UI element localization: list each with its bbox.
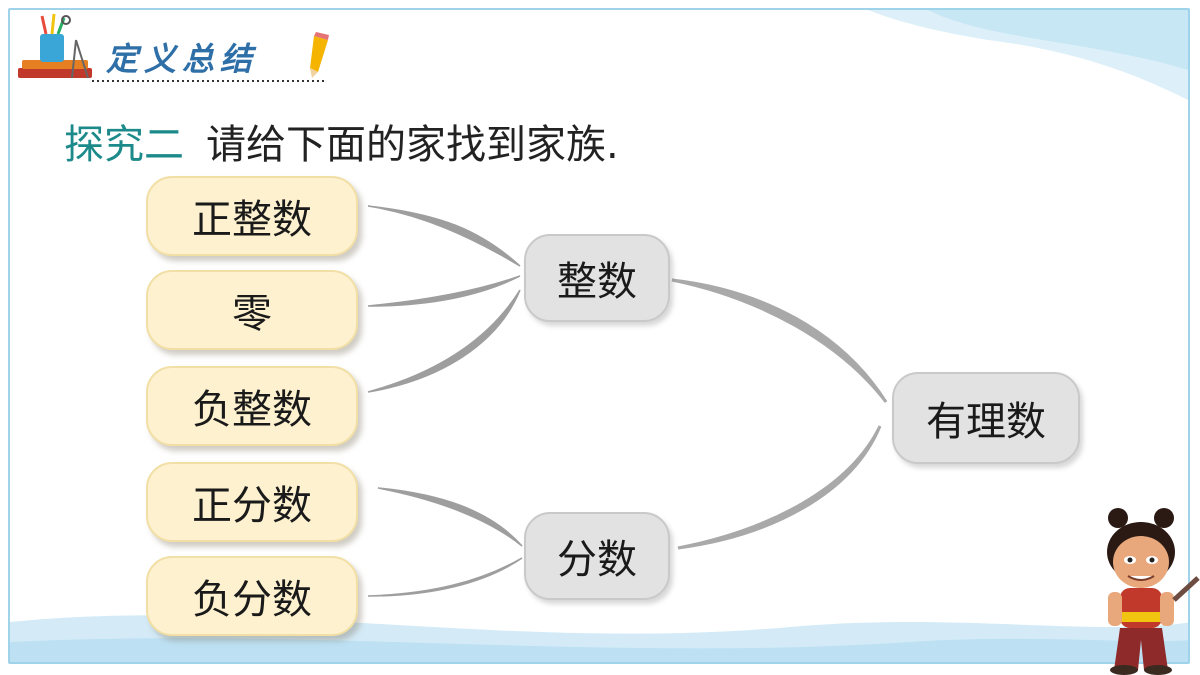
question-line: 探究二请给下面的家找到家族. — [64, 112, 619, 170]
leaf-box-positive-fraction: 正分数 — [146, 462, 358, 542]
connector-leaf-0 — [367, 205, 521, 267]
pencil-icon — [310, 32, 329, 78]
root-box-rational: 有理数 — [892, 372, 1080, 464]
section-title: 定义总结 — [106, 40, 259, 78]
connector-group-1 — [677, 425, 882, 550]
question-text: 请给下面的家找到家族. — [206, 122, 619, 168]
group-box-fraction: 分数 — [524, 512, 670, 600]
connector-leaf-4 — [367, 557, 523, 597]
stationery-icon — [18, 13, 92, 79]
leaf-box-negative-integer: 负整数 — [146, 366, 358, 446]
title-underline — [92, 80, 324, 82]
connector-leaf-2 — [367, 289, 521, 393]
connector-leaf-3 — [377, 487, 523, 547]
connector-leaf-1 — [367, 275, 521, 307]
leaf-box-zero: 零 — [146, 270, 358, 350]
group-box-integer: 整数 — [524, 234, 670, 322]
mascot-character-image — [1107, 508, 1200, 675]
top-wave-decoration — [868, 10, 1188, 100]
leaf-box-positive-integer: 正整数 — [146, 176, 358, 256]
question-label: 探究二 — [64, 122, 184, 168]
leaf-box-negative-fraction: 负分数 — [146, 556, 358, 636]
connector-group-0 — [671, 278, 888, 403]
